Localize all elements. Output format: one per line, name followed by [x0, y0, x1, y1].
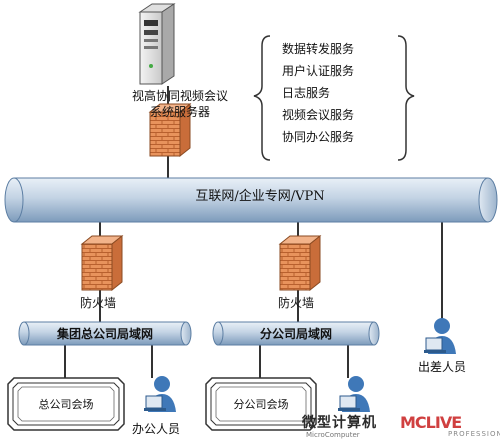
- firewall-label-branch: 防火墙: [278, 296, 315, 310]
- services-bracket: [253, 35, 271, 161]
- firewall-icon-branch: [278, 234, 322, 292]
- branch-lan-label: 分公司局域网: [259, 327, 332, 341]
- watermark-brand-a: MC: [400, 413, 427, 432]
- hq-lan-pipe: [18, 321, 192, 346]
- server-label-line2: 系统服务器: [149, 105, 210, 119]
- services-bracket-right: [397, 35, 415, 161]
- office-person-label: 办公人员: [132, 422, 181, 436]
- services-list: 数据转发服务 用户认证服务 日志服务 视频会议服务 协同办公服务: [282, 38, 354, 148]
- watermark-title: 微型计算机: [302, 415, 377, 431]
- service-item: 视频会议服务: [282, 108, 355, 122]
- backbone-label: 互联网/企业专网/VPN: [195, 189, 325, 204]
- hq-lan-label: 集团总公司局域网: [56, 327, 153, 341]
- branch-lan-pipe: [212, 321, 380, 346]
- office-person-icon-branch: [338, 376, 370, 412]
- service-item: 协同办公服务: [282, 130, 355, 144]
- server-label: 视高协同视频会议 系统服务器: [118, 88, 242, 120]
- hq-conference-room-frame: [7, 377, 125, 431]
- watermark-professional: PROFESSIONAL: [448, 430, 500, 438]
- watermark-brand: MCLIVE: [400, 406, 462, 434]
- firewall-label-hq: 防火墙: [80, 296, 117, 310]
- service-item: 用户认证服务: [282, 64, 355, 78]
- travel-person-label: 出差人员: [418, 360, 467, 374]
- hq-room-label: 总公司会场: [38, 398, 94, 411]
- branch-room-label: 分公司会场: [233, 398, 289, 411]
- server-icon: [138, 3, 176, 85]
- backbone-pipe: [4, 177, 498, 223]
- firewall-icon-server: [148, 102, 192, 158]
- firewall-icon-hq: [80, 234, 124, 292]
- branch-conference-room-frame: [205, 377, 317, 431]
- server-label-line1: 视高协同视频会议: [131, 89, 228, 103]
- office-person-icon-hq: [144, 376, 176, 412]
- watermark-subtitle: MicroComputer: [306, 431, 360, 439]
- travel-person-icon: [424, 318, 456, 354]
- watermark-brand-b: LIVE: [425, 413, 462, 432]
- service-item: 数据转发服务: [282, 42, 355, 56]
- service-item: 日志服务: [282, 86, 331, 100]
